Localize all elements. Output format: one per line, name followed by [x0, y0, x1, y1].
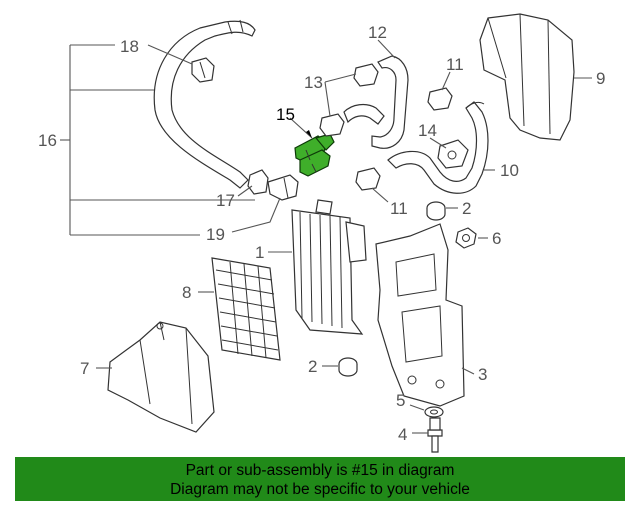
callout-17: 17: [216, 191, 235, 210]
mount-2-lower: [338, 357, 358, 377]
callout-3: 3: [478, 365, 487, 384]
shroud-9: [479, 13, 575, 141]
mount-2-upper: [426, 201, 446, 221]
banner-line-1: Part or sub-assembly is #15 in diagram: [185, 462, 455, 479]
bolt-4: [427, 417, 443, 453]
callout-6: 6: [492, 229, 501, 248]
duct-7: [107, 321, 215, 433]
callout-11-upper: 11: [446, 55, 464, 74]
callout-4: 4: [398, 425, 407, 444]
cooler-1: [291, 199, 367, 335]
clip-18: [191, 57, 215, 83]
part-15-highlighted: [294, 133, 335, 177]
callout-14: 14: [418, 121, 437, 140]
callout-16: 16: [38, 131, 57, 150]
hose-13: [343, 103, 385, 125]
callout-2-lower: 2: [308, 357, 317, 376]
grille-8: [211, 257, 281, 361]
callout-11-lower: 11: [390, 199, 408, 218]
banner-line-2: Diagram may not be specific to your vehi…: [170, 481, 470, 498]
clamp-13-upper: [353, 63, 379, 87]
clamp-13-lower: [319, 113, 345, 137]
callout-19: 19: [206, 225, 225, 244]
clamp-11-lower: [355, 167, 381, 191]
callout-7: 7: [80, 359, 89, 378]
hose-16: [153, 19, 256, 189]
callout-10: 10: [500, 161, 519, 180]
info-banner: Part or sub-assembly is #15 in diagram D…: [15, 457, 625, 501]
callout-5: 5: [396, 391, 405, 410]
bracket-3: [375, 223, 465, 407]
callout-8: 8: [182, 283, 191, 302]
nut-6: [455, 227, 477, 249]
callout-18: 18: [120, 37, 139, 56]
parts-diagram: 1 2 2 3 4 5 6 7 8 9 10 11 11 12 13 14 15…: [38, 13, 605, 453]
hose-12: [371, 55, 409, 149]
bracket-14: [437, 139, 469, 169]
washer-5: [424, 406, 444, 418]
clamp-17: [247, 169, 269, 195]
clamp-11-upper: [427, 87, 453, 111]
hose-10: [387, 101, 489, 194]
group-bracket-16: [60, 44, 255, 236]
hose-end-19: [267, 174, 299, 201]
callout-12: 12: [368, 23, 387, 42]
callout-2-upper: 2: [462, 199, 471, 218]
callout-15: 15: [276, 105, 295, 124]
callout-13: 13: [304, 73, 323, 92]
callout-1: 1: [255, 243, 264, 262]
callout-9: 9: [596, 69, 605, 88]
